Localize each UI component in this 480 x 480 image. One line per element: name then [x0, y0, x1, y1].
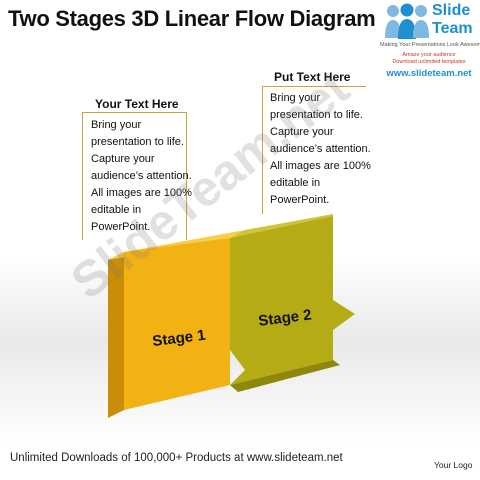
- slideteam-logo: Slide Team Making Your Presentations Loo…: [380, 0, 480, 84]
- callout-1-body: Bring your presentation to life. Capture…: [91, 119, 192, 233]
- logo-word-team: Team: [432, 20, 473, 37]
- stage-1-front-face: [124, 238, 230, 410]
- stage-2-bottom-edge: [230, 360, 340, 392]
- callout-2-body: Bring your presentation to life. Capture…: [270, 92, 371, 206]
- stage-2-label: Stage 2: [257, 306, 312, 329]
- callout-1-heading: Your Text Here: [95, 97, 179, 111]
- callout-1-rule: [82, 112, 186, 113]
- logo-promo-2: Download unlimited templates: [392, 59, 466, 65]
- page-title: Two Stages 3D Linear Flow Diagram: [8, 6, 376, 31]
- callout-2-rule: [262, 86, 366, 87]
- callout-1-left-line: [82, 112, 83, 240]
- callout-2-connector: [262, 86, 263, 214]
- callout-1-connector: [186, 112, 187, 240]
- stage-2-top-face: [230, 214, 333, 238]
- stage-2-block[interactable]: [230, 214, 355, 392]
- your-logo-placeholder: Your Logo: [434, 460, 473, 470]
- stage-1-label: Stage 1: [151, 327, 206, 350]
- logo-promo-1: Amaze your audience: [402, 52, 456, 58]
- stage-1-block[interactable]: [108, 230, 245, 418]
- logo-word-slide: Slide: [432, 2, 471, 19]
- stage-1-side-face: [108, 252, 124, 418]
- stage-2-front-face: [230, 216, 355, 385]
- logo-url[interactable]: www.slideteam.net: [386, 68, 472, 79]
- callout-2-heading: Put Text Here: [274, 70, 351, 84]
- logo-tagline: Making Your Presentations Look Awesome: [380, 42, 480, 48]
- people-icon: [385, 3, 429, 39]
- footer-text: Unlimited Downloads of 100,000+ Products…: [10, 452, 343, 464]
